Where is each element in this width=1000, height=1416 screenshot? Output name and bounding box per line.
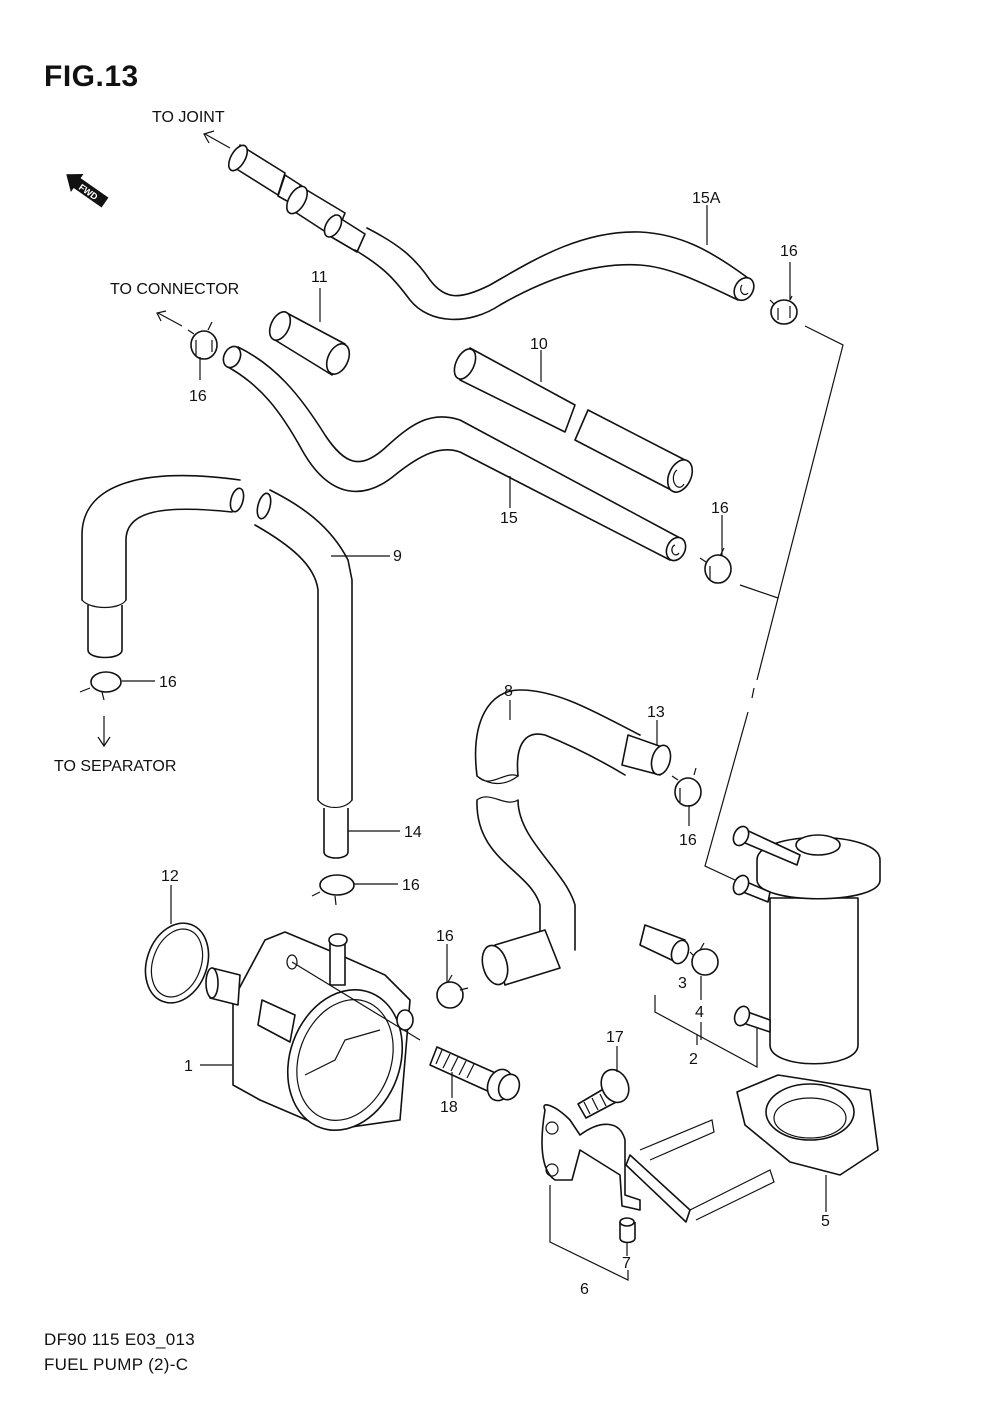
- callout-18: 18: [440, 1099, 458, 1116]
- hose-9: [81, 474, 353, 859]
- callout-3: 3: [678, 975, 687, 992]
- filter-clip-4: [689, 942, 719, 976]
- connection-line: [739, 584, 779, 681]
- protector-tube-11: [268, 311, 351, 376]
- assembly-bracket-line: [654, 995, 758, 1069]
- callout-17: 17: [606, 1029, 624, 1046]
- callout-1: 1: [184, 1058, 193, 1075]
- connection-line: [777, 325, 844, 599]
- hose-15: [222, 345, 687, 562]
- hose-15a: [227, 144, 755, 321]
- filter-holder-5: [736, 1074, 879, 1176]
- callout-16: 16: [711, 500, 729, 517]
- to-connector-label: TO CONNECTOR: [110, 281, 239, 298]
- callout-15: 15: [500, 510, 518, 527]
- callout-9: 9: [393, 548, 402, 565]
- hose-clip-16-a: [769, 295, 798, 325]
- bracket-collar-7: [619, 1217, 636, 1244]
- to-joint-label: TO JOINT: [152, 109, 225, 126]
- diagram-code: DF90 115 E03_013: [44, 1330, 195, 1349]
- to-joint-pointer: TO JOINT: [152, 109, 231, 149]
- callout-16: 16: [402, 877, 420, 894]
- filter-bracket-6: [541, 1104, 775, 1223]
- callout-14: 14: [404, 824, 422, 841]
- hose-clip-16-f: [436, 974, 469, 1009]
- bracket-assembly-line: [549, 1185, 629, 1281]
- hose-clip-16-b: [187, 321, 218, 360]
- hose-clip-16-e: [671, 767, 702, 807]
- bolt-17: [577, 1068, 630, 1119]
- fwd-arrow-icon: FWD: [66, 174, 109, 208]
- protector-tube-10: [453, 347, 694, 493]
- callout-16: 16: [780, 243, 798, 260]
- figure-title: FIG.13: [44, 60, 139, 93]
- callout-12: 12: [161, 868, 179, 885]
- callout-16: 16: [679, 832, 697, 849]
- callout-8: 8: [504, 683, 513, 700]
- callout-10: 10: [530, 336, 548, 353]
- callout-13: 13: [647, 704, 665, 721]
- diagram-name: FUEL PUMP (2)-C: [44, 1355, 189, 1374]
- callout-4: 4: [695, 1004, 704, 1021]
- hose-clip-16-c: [699, 547, 732, 584]
- hose-clip-16-d: [79, 671, 122, 701]
- callout-15a: 15A: [692, 190, 721, 207]
- callout-16: 16: [436, 928, 454, 945]
- bolt-18: [429, 1046, 521, 1102]
- callout-7: 7: [622, 1255, 631, 1272]
- callout-16: 16: [159, 674, 177, 691]
- callout-6: 6: [580, 1281, 589, 1298]
- callout-16: 16: [189, 388, 207, 405]
- callout-5: 5: [821, 1213, 830, 1230]
- fuel-pump-1: [205, 931, 421, 1132]
- hose-clip-16-g: [311, 874, 355, 906]
- to-separator-label: TO SEPARATOR: [54, 758, 176, 775]
- callout-11: 11: [311, 269, 328, 286]
- o-ring-12: [144, 922, 210, 1004]
- callout-2: 2: [689, 1051, 698, 1068]
- connection-line: [704, 711, 749, 881]
- fuel-filter-2: [732, 825, 881, 1065]
- hose-8: [474, 689, 672, 986]
- filter-cap-3: [639, 924, 690, 965]
